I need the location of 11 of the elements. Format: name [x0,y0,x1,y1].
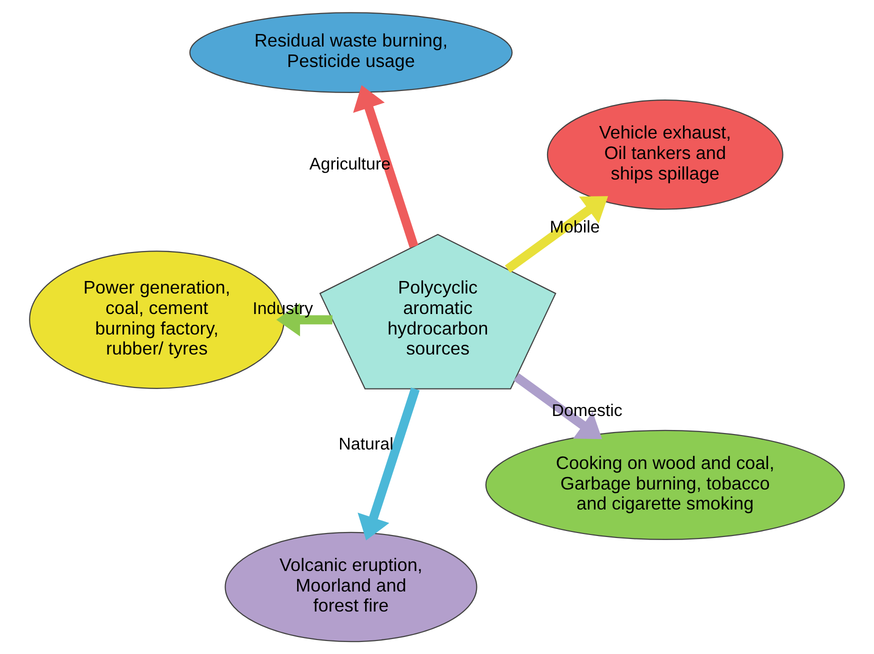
arrow [353,85,418,248]
arrow [514,373,602,440]
arrow [276,303,332,336]
node-ellipse: Vehicle exhaust, Oil tankers and ships spillage [546,100,784,210]
node-ellipse: Residual waste burning, Pesticide usage [189,12,513,93]
arrow [358,388,420,540]
node-ellipse: Cooking on wood and coal, Garbage burning, tobacco and cigarette smoking [485,430,845,540]
node-ellipse: Volcanic eruption, Moorland and forest fire [224,532,478,642]
arrow [504,196,608,273]
edge-label: Natural [338,434,394,454]
edge-label: Domestic [552,400,622,420]
